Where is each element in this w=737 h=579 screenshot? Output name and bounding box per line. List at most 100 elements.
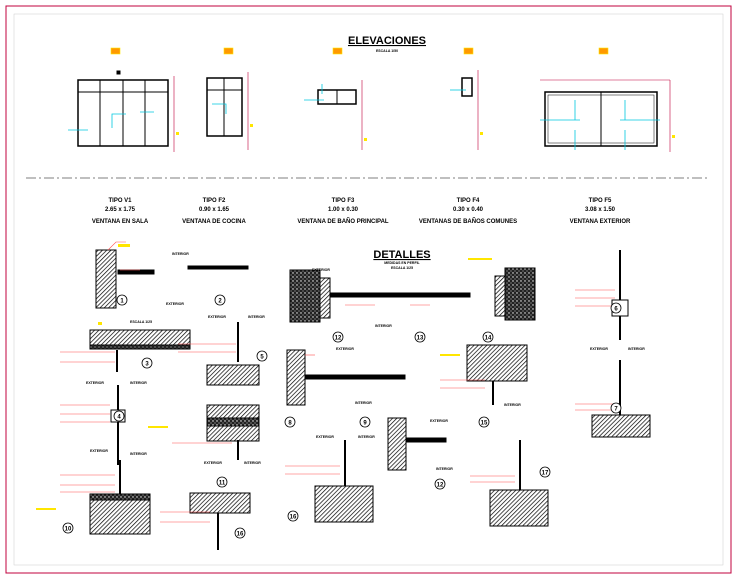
elevation-f5 bbox=[540, 79, 671, 152]
label-interior: INTERIOR bbox=[244, 461, 261, 465]
details-scale: ESCALA 1/25 bbox=[391, 266, 413, 270]
bubble-circle bbox=[216, 476, 228, 488]
name-f2: VENTANA DE COCINA bbox=[182, 219, 246, 225]
label-interior: INTERIOR bbox=[375, 324, 392, 328]
bubble-number: 8 bbox=[288, 421, 292, 427]
label-exterior: EXTERIOR bbox=[204, 461, 222, 465]
label-interior: INTERIOR bbox=[130, 381, 147, 385]
yellow-notes bbox=[36, 244, 492, 510]
elevation-f3 bbox=[304, 80, 363, 150]
label-exterior: EXTERIOR bbox=[166, 302, 184, 306]
bubble-circle bbox=[62, 522, 74, 534]
bubble-number: 6 bbox=[614, 307, 618, 313]
detail-bubble: 12 bbox=[434, 478, 446, 490]
bubble-number: 5 bbox=[260, 355, 264, 361]
marker-icon bbox=[332, 47, 343, 55]
marker-icon bbox=[598, 47, 609, 55]
side-labels: INTERIOR EXTERIOR EXTERIOR INTERIOR EXTE… bbox=[86, 252, 645, 471]
elevations-title: ELEVACIONES bbox=[348, 35, 426, 47]
bubble-circle bbox=[113, 410, 125, 422]
label-interior: INTERIOR bbox=[436, 467, 453, 471]
label-interior: INTERIOR bbox=[130, 452, 147, 456]
bubble-circle bbox=[234, 527, 246, 539]
detail-bubble: 14 bbox=[482, 331, 494, 343]
type-v1: TIPO V1 bbox=[108, 198, 132, 204]
bubble-circle bbox=[610, 402, 622, 414]
detail-bubble: 5 bbox=[256, 350, 268, 362]
type-f2: TIPO F2 bbox=[203, 198, 226, 204]
bubble-circle bbox=[116, 294, 128, 306]
size-f3: 1.00 x 0.30 bbox=[328, 207, 359, 213]
details-subtitle: MEDIDAS EN PERFIL bbox=[384, 261, 420, 265]
marker-icon bbox=[463, 47, 474, 55]
detail-bubble: 17 bbox=[539, 466, 551, 478]
type-f5: TIPO F5 bbox=[589, 198, 612, 204]
label-interior: INTERIOR bbox=[628, 347, 645, 351]
detail-bubble: 16 bbox=[287, 510, 299, 522]
type-f3: TIPO F3 bbox=[332, 198, 355, 204]
bubble-number: 9 bbox=[363, 421, 367, 427]
detail-bubble: 13 bbox=[414, 331, 426, 343]
bubble-circle bbox=[478, 416, 490, 428]
bubble-circle bbox=[482, 331, 494, 343]
detail-bubble: 15 bbox=[478, 416, 490, 428]
bubble-circle bbox=[284, 416, 296, 428]
detail-sections bbox=[89, 249, 651, 550]
name-f4: VENTANAS DE BAÑOS COMUNES bbox=[419, 218, 517, 225]
detail-bubble: 2 bbox=[214, 294, 226, 306]
bubble-number: 11 bbox=[219, 481, 226, 487]
detail-bubble: 8 bbox=[284, 416, 296, 428]
sheet-border bbox=[5, 5, 732, 574]
bubble-number: 17 bbox=[542, 471, 549, 477]
detail-bubble: 9 bbox=[359, 416, 371, 428]
bubble-circle bbox=[359, 416, 371, 428]
bubble-number: 10 bbox=[65, 527, 72, 533]
detail-bubble: 6 bbox=[610, 302, 622, 314]
label-exterior: EXTERIOR bbox=[90, 449, 108, 453]
elevation-f2 bbox=[206, 72, 249, 150]
dimension-ticks bbox=[176, 124, 675, 141]
bubble-number: 7 bbox=[614, 407, 618, 413]
name-f5: VENTANA EXTERIOR bbox=[570, 219, 631, 225]
label-interior: INTERIOR bbox=[172, 252, 189, 256]
detail-bubble: 10 bbox=[62, 522, 74, 534]
label-exterior: EXTERIOR bbox=[312, 268, 330, 272]
detail-bubble: 16 bbox=[234, 527, 246, 539]
bubble-circle bbox=[214, 294, 226, 306]
detail-bubble: 12 bbox=[332, 331, 344, 343]
marker-icon bbox=[110, 47, 121, 55]
bubble-number: 1 bbox=[120, 299, 124, 305]
label-exterior: EXTERIOR bbox=[86, 381, 104, 385]
detail-bubble: 3 bbox=[141, 357, 153, 369]
bubble-number: 15 bbox=[481, 421, 488, 427]
bubble-number: 12 bbox=[335, 336, 342, 342]
label-interior: INTERIOR bbox=[358, 435, 375, 439]
leader-lines bbox=[60, 241, 615, 523]
bubble-circle bbox=[610, 302, 622, 314]
label-exterior: EXTERIOR bbox=[590, 347, 608, 351]
name-f3: VENTANA DE BAÑO PRINCIPAL bbox=[297, 218, 389, 225]
name-v1: VENTANA EN SALA bbox=[92, 219, 149, 225]
details-title: DETALLES bbox=[373, 249, 430, 261]
bubble-number: 2 bbox=[218, 299, 222, 305]
label-exterior: EXTERIOR bbox=[336, 347, 354, 351]
bubble-circle bbox=[256, 350, 268, 362]
detail-scale-small: ESCALA 1/25 bbox=[130, 320, 152, 324]
label-interior: INTERIOR bbox=[504, 403, 521, 407]
bubble-circle bbox=[539, 466, 551, 478]
size-f5: 3.08 x 1.50 bbox=[585, 207, 616, 213]
bubble-number: 16 bbox=[290, 515, 297, 521]
bubble-number: 12 bbox=[437, 483, 444, 489]
bubble-circle bbox=[332, 331, 344, 343]
size-f2: 0.90 x 1.65 bbox=[199, 207, 230, 213]
detail-bubble: 7 bbox=[610, 402, 622, 414]
bubble-number: 16 bbox=[237, 532, 244, 538]
label-exterior: EXTERIOR bbox=[316, 435, 334, 439]
bubble-number: 14 bbox=[485, 336, 492, 342]
type-markers bbox=[110, 47, 609, 55]
bubble-circle bbox=[287, 510, 299, 522]
detail-bubble: 11 bbox=[216, 476, 228, 488]
bubble-number: 4 bbox=[117, 415, 121, 421]
bubble-number: 3 bbox=[145, 362, 149, 368]
